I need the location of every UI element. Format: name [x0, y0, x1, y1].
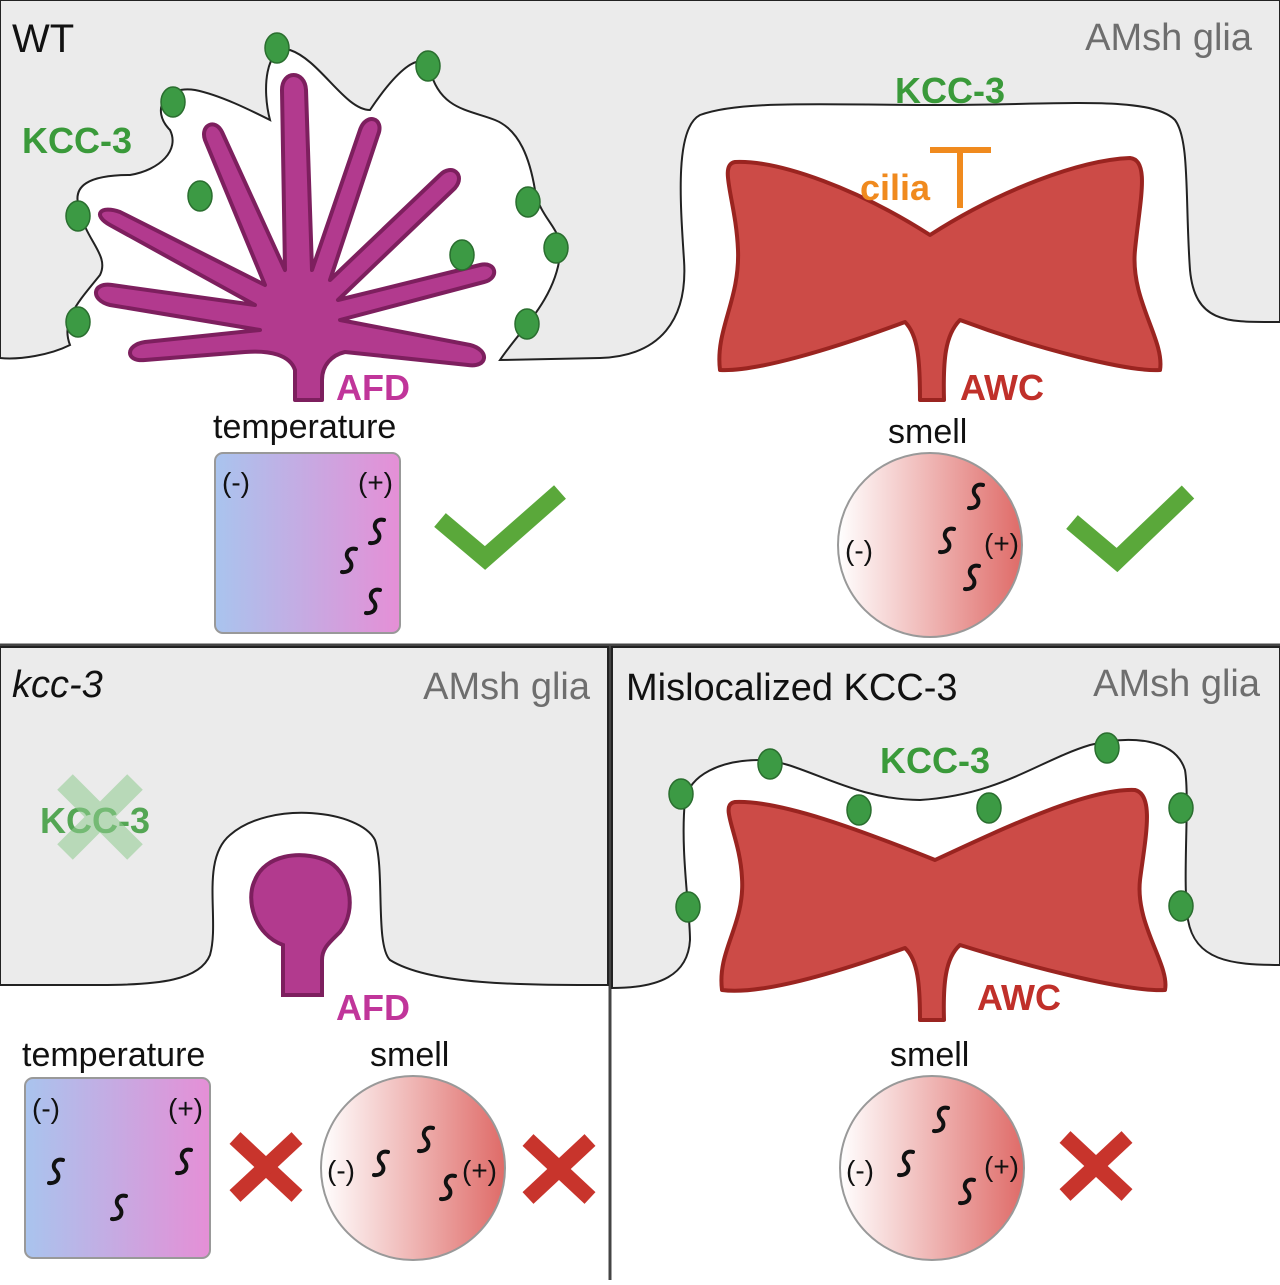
smell-label: smell [370, 1036, 449, 1074]
minus-label: (-) [845, 535, 873, 566]
kcc3-dots-wt [65, 32, 569, 340]
minus-label: (-) [222, 467, 250, 498]
glia-label: AMsh glia [1085, 17, 1253, 59]
smell-label: smell [890, 1036, 969, 1074]
cilia-label: cilia [860, 167, 931, 208]
panel-kcc3-mutant: KCC-3 kcc-3 AMsh glia AFD temperature sm… [0, 646, 609, 1261]
panel-title: kcc-3 [12, 664, 103, 706]
check-icon [434, 485, 566, 570]
afd-label: AFD [336, 987, 410, 1028]
kcc3-label: KCC-3 [880, 740, 990, 781]
afd-neuron-wt [94, 73, 496, 402]
check-icon [1066, 485, 1195, 573]
afd-neuron-kcc3 [249, 853, 352, 997]
panel-title: Mislocalized KCC-3 [626, 667, 958, 709]
temperature-gradient-box [24, 1077, 211, 1259]
minus-label: (-) [846, 1155, 874, 1186]
kcc3-label-left: KCC-3 [22, 120, 132, 161]
cross-icon [57, 774, 143, 860]
plus-label: (+) [462, 1155, 497, 1186]
awc-label: AWC [960, 367, 1044, 408]
amsh-glia-kcc3 [0, 646, 609, 987]
plus-label: (+) [358, 467, 393, 498]
panel-mislocalized: Mislocalized KCC-3 AMsh glia KCC-3 AWC s… [611, 646, 1280, 1261]
cross-icon [1059, 1131, 1133, 1201]
kcc3-dots-mislocalized [668, 732, 1194, 923]
temperature-gradient-box [214, 452, 401, 634]
amsh-glia-wt [0, 0, 1280, 362]
awc-label: AWC [977, 977, 1061, 1018]
plus-label: (+) [984, 528, 1019, 559]
smell-gradient-circle [839, 1075, 1025, 1261]
glia-label: AMsh glia [1093, 663, 1261, 705]
awc-neuron-wt [717, 156, 1163, 402]
kcc3-label-right: KCC-3 [895, 70, 1005, 111]
smell-gradient-circle [320, 1075, 506, 1261]
glia-label: AMsh glia [423, 666, 591, 708]
minus-label: (-) [327, 1155, 355, 1186]
kcc3-crossed: KCC-3 [40, 774, 150, 860]
temperature-label: temperature [22, 1036, 205, 1074]
cross-icon [229, 1132, 303, 1202]
plus-label: (+) [984, 1151, 1019, 1182]
awc-neuron-mislocalized [719, 787, 1168, 1022]
minus-label: (-) [32, 1093, 60, 1124]
smell-label: smell [888, 413, 967, 451]
panel-wt: WT AMsh glia KCC-3 KCC-3 cilia AFD AWC t… [0, 0, 1280, 638]
cross-icon [522, 1134, 596, 1204]
afd-label: AFD [336, 367, 410, 408]
plus-label: (+) [168, 1093, 203, 1124]
temperature-label: temperature [213, 408, 396, 446]
cilia-t-icon [930, 147, 991, 208]
panel-title: WT [12, 17, 74, 61]
